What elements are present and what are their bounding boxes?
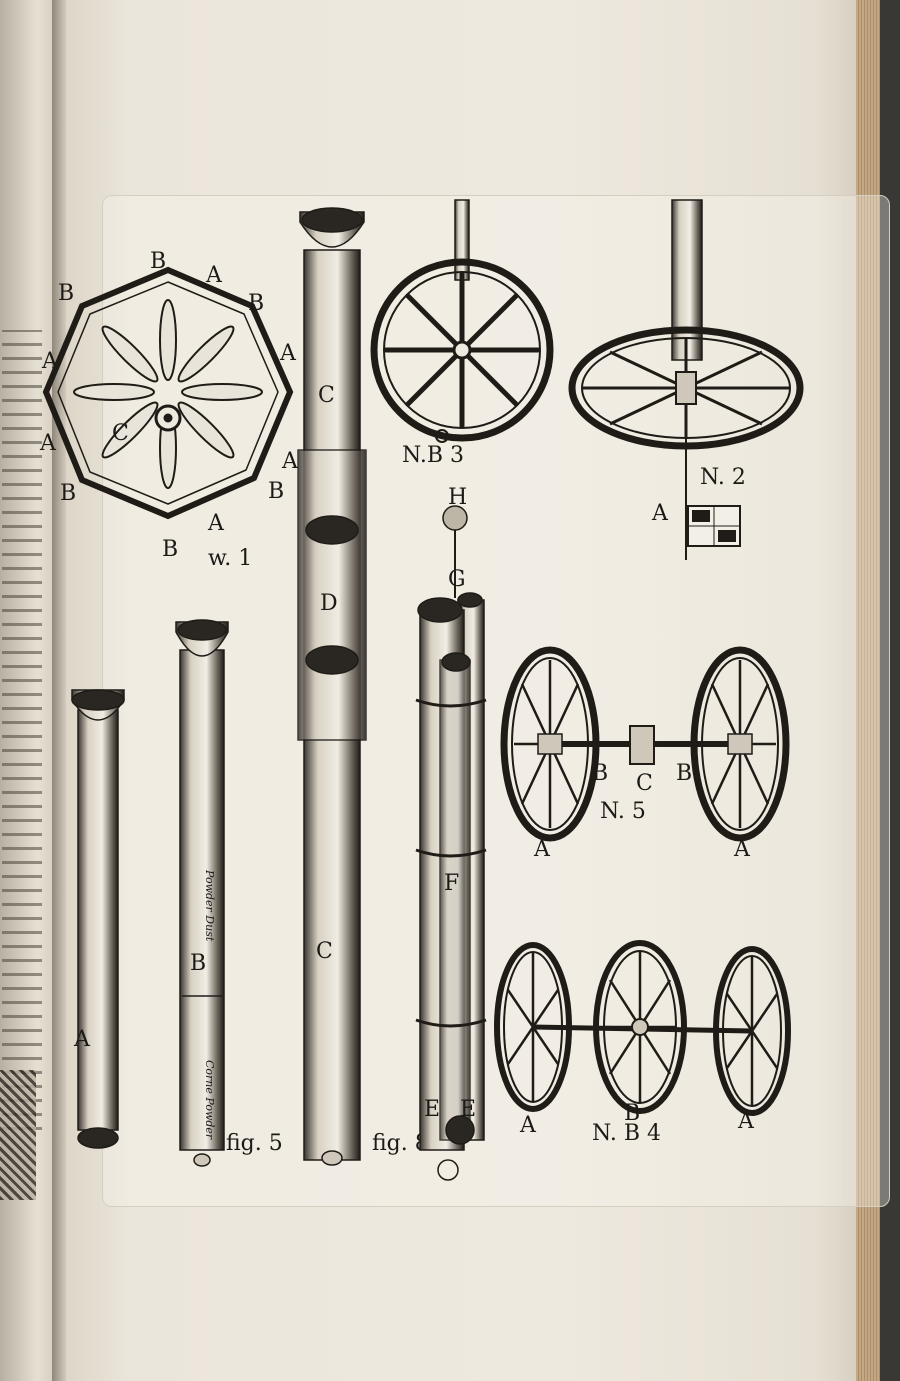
label-A: A <box>39 431 57 456</box>
tube-B-upper-text: Powder Dust <box>203 869 216 942</box>
figure-flag-wheel <box>568 199 804 560</box>
figure-1-labels: B A B A A B A B C B A A B w. 1 <box>39 249 299 571</box>
figure-label-left: fig. 5 <box>226 1131 283 1156</box>
figure-three-wheel-axle <box>494 940 791 1116</box>
facing-page-ornament <box>0 1070 36 1200</box>
figure-label-4: N. B 4 <box>592 1121 661 1146</box>
label-C: C <box>112 421 129 446</box>
label-A: A <box>651 501 669 526</box>
tube-A <box>71 689 125 1149</box>
label-H: H <box>448 485 467 510</box>
label-B-top: B <box>150 249 166 274</box>
label-B: B <box>60 481 76 506</box>
label-B: B <box>190 951 206 976</box>
label-A: A <box>279 341 297 366</box>
tube-bundle-EFGH <box>415 505 487 1181</box>
page-edge <box>856 0 880 1381</box>
tube-B <box>175 619 229 1167</box>
label-G: G <box>448 567 466 592</box>
tube-C-D <box>297 207 367 1166</box>
label-A: A <box>533 837 551 862</box>
label-C: C <box>316 939 333 964</box>
label-B: B <box>676 761 692 786</box>
label-A: A <box>737 1109 755 1134</box>
figure-label-1: w. 1 <box>208 546 252 571</box>
tube-B-lower-text: Corne Powder <box>203 1060 216 1140</box>
label-A: A <box>41 349 59 374</box>
label-A: A <box>519 1113 537 1138</box>
label-A: A <box>281 449 299 474</box>
figure-label-5: N. 5 <box>600 799 646 824</box>
label-E: E <box>460 1097 476 1122</box>
label-A: A <box>207 511 225 536</box>
label-B: B <box>58 281 74 306</box>
label-A: A <box>73 1027 91 1052</box>
label-B: B <box>624 1101 640 1126</box>
label-B: B <box>592 761 608 786</box>
label-C: C <box>636 771 653 796</box>
label-E: E <box>424 1097 440 1122</box>
figure-label-2: N. 2 <box>700 465 746 490</box>
label-C: C <box>318 383 335 408</box>
label-F: F <box>444 871 459 896</box>
facing-page-text <box>2 330 42 1130</box>
facing-page <box>0 0 62 1381</box>
figure-octagon-wheel <box>42 266 294 520</box>
label-D: D <box>320 591 338 616</box>
label-A: A <box>205 263 223 288</box>
figure-two-wheel-axle <box>500 646 790 842</box>
figure-label-3: N.B 3 <box>402 443 464 468</box>
label-B: B <box>162 537 178 562</box>
label-B: B <box>268 479 284 504</box>
label-A: A <box>733 837 751 862</box>
figure-round-wheel <box>370 199 554 443</box>
label-B: B <box>248 291 264 316</box>
